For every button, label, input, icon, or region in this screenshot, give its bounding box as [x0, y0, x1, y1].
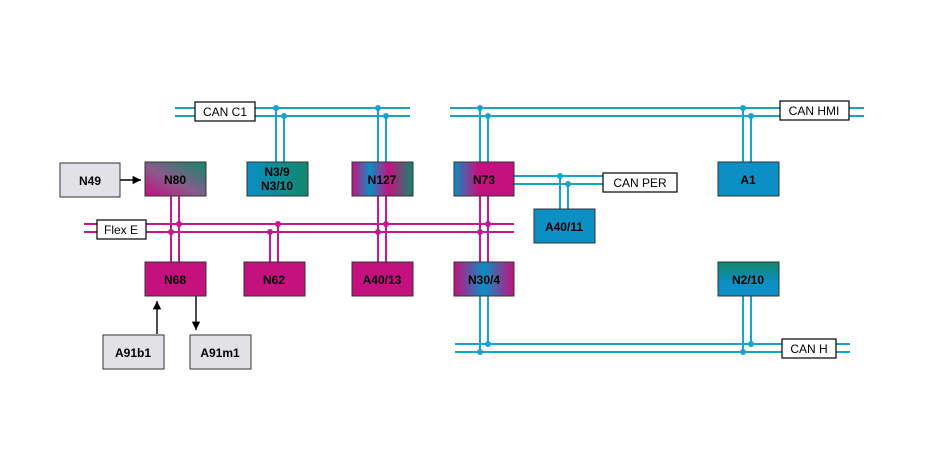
- svg-text:N68: N68: [164, 273, 186, 287]
- svg-text:Flex E: Flex E: [104, 223, 138, 237]
- node-n2-10: N2/10: [717, 261, 780, 297]
- node-a91m1: A91m1: [189, 334, 252, 370]
- can-per-junctions: [557, 173, 571, 187]
- svg-text:N3/9: N3/9: [264, 165, 290, 179]
- node-n80: N80: [144, 161, 207, 197]
- can-c1-junctions: [273, 105, 389, 119]
- label-can-h: CAN H: [781, 338, 837, 359]
- node-n62: N62: [243, 261, 306, 297]
- node-a40-11: A40/11: [533, 208, 596, 244]
- node-n127: N127: [351, 161, 414, 197]
- svg-text:A91m1: A91m1: [200, 346, 240, 360]
- svg-text:N80: N80: [164, 173, 186, 187]
- svg-text:N3/10: N3/10: [261, 179, 293, 193]
- node-a40-13: A40/13: [351, 261, 414, 297]
- node-n49: N49: [59, 162, 121, 198]
- svg-text:A1: A1: [740, 173, 756, 187]
- node-a1: A1: [717, 161, 780, 197]
- svg-text:N2/10: N2/10: [732, 273, 764, 287]
- svg-text:N73: N73: [473, 173, 495, 187]
- flex-e-junctions: [168, 221, 491, 235]
- can-hmi-junctions: [477, 105, 754, 119]
- can-per-bus: [514, 175, 604, 209]
- can-h-junctions: [477, 341, 754, 355]
- svg-text:CAN C1: CAN C1: [203, 105, 247, 119]
- svg-text:N62: N62: [263, 273, 285, 287]
- flex-e-bus: [84, 196, 514, 262]
- svg-text:CAN PER: CAN PER: [613, 176, 667, 190]
- svg-text:N127: N127: [368, 173, 397, 187]
- svg-text:A40/13: A40/13: [363, 273, 402, 287]
- label-can-per: CAN PER: [602, 172, 678, 193]
- node-n73: N73: [453, 161, 515, 197]
- svg-text:CAN H: CAN H: [790, 342, 827, 356]
- svg-text:A40/11: A40/11: [545, 220, 583, 234]
- svg-text:A91b1: A91b1: [115, 346, 151, 360]
- label-can-c1: CAN C1: [194, 101, 256, 122]
- signal-arrows: [120, 175, 201, 334]
- label-flex-e: Flex E: [96, 219, 147, 240]
- node-n68: N68: [144, 261, 207, 297]
- node-n3-9-n3-10: N3/9 N3/10: [246, 161, 309, 197]
- node-n30-4: N30/4: [453, 261, 515, 297]
- node-a91b1: A91b1: [102, 334, 165, 370]
- svg-text:N49: N49: [79, 174, 101, 188]
- label-can-hmi: CAN HMI: [779, 100, 850, 121]
- svg-text:CAN HMI: CAN HMI: [789, 104, 840, 118]
- svg-text:N30/4: N30/4: [468, 273, 500, 287]
